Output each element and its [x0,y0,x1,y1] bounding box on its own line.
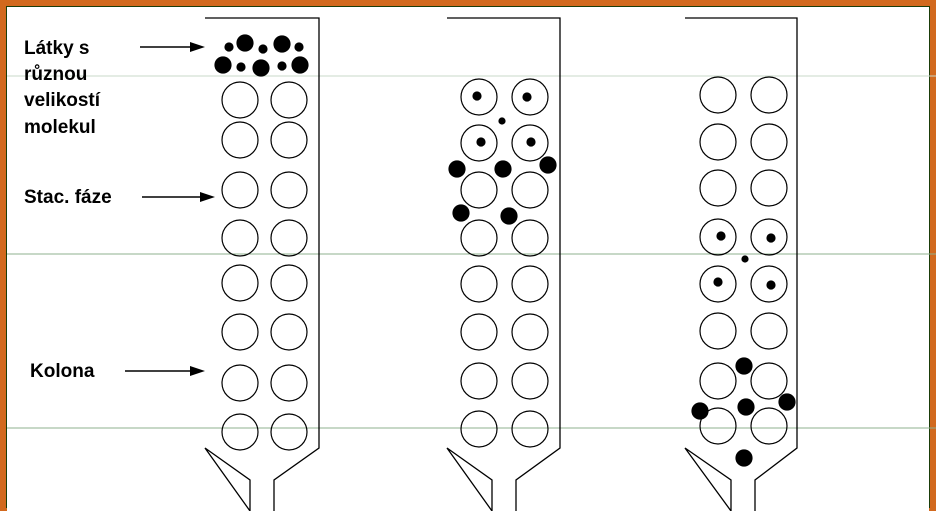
molecule-dot [717,232,725,240]
molecule-dot [767,281,775,289]
molecule-dot [523,93,531,101]
label-molecules-line1: Látky s [24,38,89,59]
molecule-dot [742,256,748,262]
molecule-dot [495,161,511,177]
molecule-dot [237,35,253,51]
molecule-dot [274,36,290,52]
label-column: Kolona [30,361,95,382]
molecule-dot [501,208,517,224]
molecule-dot [215,57,231,73]
molecule-dot [477,138,485,146]
molecule-dot [767,234,775,242]
molecule-dot [736,358,752,374]
label-molecules-line3: velikostí [24,90,101,111]
molecule-dot [453,205,469,221]
molecule-dot [738,399,754,415]
molecule-dot [714,278,722,286]
label-molecules-line4: molekul [24,117,96,138]
molecule-dot [225,43,233,51]
molecule-dot [473,92,481,100]
molecule-dot [259,45,267,53]
molecule-dot [527,138,535,146]
molecule-dot [540,157,556,173]
label-molecules-line2: různou [24,64,87,85]
label-stationary-phase: Stac. fáze [24,187,112,208]
molecule-dot [499,118,505,124]
molecule-dot [292,57,308,73]
molecule-dot [779,394,795,410]
molecule-dot [692,403,708,419]
molecule-dot [295,43,303,51]
molecule-dot [237,63,245,71]
molecule-dot [736,450,752,466]
molecule-dot [253,60,269,76]
molecule-dot [449,161,465,177]
molecule-dot [278,62,286,70]
